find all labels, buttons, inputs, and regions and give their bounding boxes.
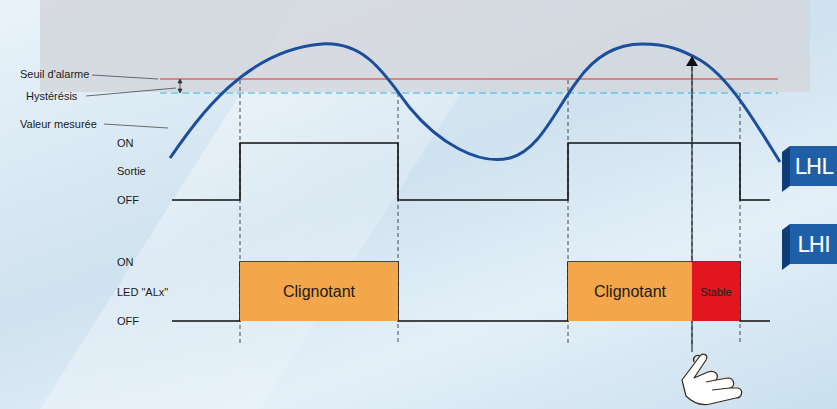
alarm-zone	[40, 0, 810, 92]
hand-icon	[682, 354, 742, 404]
box-text: Clignotant	[594, 283, 666, 301]
hysteresis-bracket	[178, 79, 182, 93]
led-signal	[172, 262, 770, 321]
output-signal	[172, 143, 770, 200]
signal-name: LED "ALx"	[117, 286, 168, 298]
leader-lines	[86, 75, 176, 128]
mode-tag: LHI	[790, 224, 837, 264]
signal-level: OFF	[117, 315, 139, 327]
signal-level: ON	[117, 256, 134, 268]
signal-level: OFF	[117, 194, 139, 206]
led-blink-box: Clignotant	[568, 262, 692, 321]
led-blink-box: Clignotant	[240, 262, 398, 321]
timing-markers	[240, 60, 740, 345]
led-stable-box: Stable	[692, 262, 740, 321]
box-text: Stable	[700, 286, 731, 298]
alarm-threshold-line	[160, 78, 778, 79]
box-text: LHL	[794, 154, 832, 179]
box-text: Clignotant	[283, 283, 355, 301]
measured-curve	[170, 44, 780, 162]
measured-value-label: Valeur mesurée	[20, 118, 97, 130]
box-text: LHI	[797, 232, 829, 257]
signal-level: ON	[117, 137, 134, 149]
tag-folds	[782, 146, 790, 270]
signal-name: Sortie	[117, 165, 146, 177]
hysteresis-line	[160, 92, 778, 93]
mode-tag: LHL	[790, 146, 837, 186]
hysteresis-label: Hystérésis	[26, 90, 77, 102]
threshold-label: Seuil d'alarme	[20, 68, 89, 80]
